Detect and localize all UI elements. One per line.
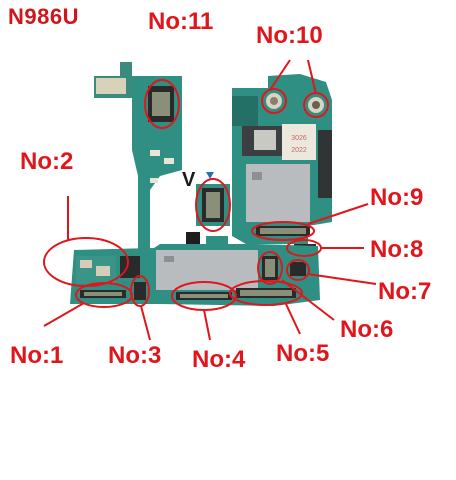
sticker-text-1: 3026 (291, 135, 307, 142)
connector-11-pins (152, 92, 170, 116)
connector-4-pins (180, 294, 228, 298)
callout-no11: No:11 (148, 8, 214, 35)
leader-9 (307, 203, 369, 225)
leader-5 (285, 303, 301, 335)
leader-4 (203, 309, 211, 341)
circle-3 (130, 275, 150, 307)
circle-5 (229, 280, 303, 306)
connector-5-pins (240, 290, 292, 296)
silkscreen-v: V (182, 169, 196, 191)
callout-no3: No:3 (108, 342, 162, 369)
callout-no2: No:2 (20, 148, 74, 175)
coax-center (312, 101, 320, 109)
leader-1 (43, 302, 85, 327)
circle-11 (144, 79, 180, 129)
leader-lines (43, 59, 377, 341)
shield-hole (164, 256, 174, 262)
circle-center (195, 178, 231, 232)
model-title: N986U (8, 4, 79, 29)
connector-3 (134, 282, 146, 300)
flex-tab (120, 62, 132, 78)
board-piece (206, 236, 228, 246)
leader-10b (307, 59, 317, 95)
callout-no6: No:6 (340, 316, 394, 343)
callout-no7: No:7 (378, 278, 432, 305)
shield-hole (252, 172, 262, 180)
leader-3 (140, 305, 151, 341)
connector-7 (290, 262, 306, 276)
qc-sticker (282, 124, 316, 160)
callout-no8: No:8 (370, 236, 424, 263)
leader-7 (307, 273, 377, 285)
chip-lid (254, 130, 276, 150)
circle-7 (286, 259, 310, 281)
callout-no10: No:10 (256, 22, 323, 49)
circle-6 (257, 251, 283, 285)
connector-6-pins (265, 259, 275, 277)
smd-part (96, 266, 110, 276)
leader-10a (269, 59, 291, 91)
connector-9-pins (260, 228, 306, 234)
small-chip (186, 232, 200, 244)
sticker-text-2: 2022 (291, 147, 307, 154)
coax-center (270, 97, 278, 105)
smd-part (150, 178, 158, 183)
side-component (318, 130, 332, 198)
connector-center-pins (206, 192, 220, 218)
flex-pad (96, 78, 126, 94)
component-block (232, 96, 258, 126)
callout-no5: No:5 (276, 340, 330, 367)
arrow-mark (206, 172, 214, 179)
smd-part (80, 260, 92, 268)
smd-part (150, 150, 160, 156)
callout-no1: No:1 (10, 342, 64, 369)
circle-10a (261, 88, 287, 114)
callout-no9: No:9 (370, 184, 424, 211)
connector-1-pins (84, 292, 122, 296)
circle-9 (251, 221, 315, 241)
callout-no4: No:4 (192, 346, 246, 373)
smd-part (164, 158, 174, 164)
leader-6 (281, 279, 335, 321)
